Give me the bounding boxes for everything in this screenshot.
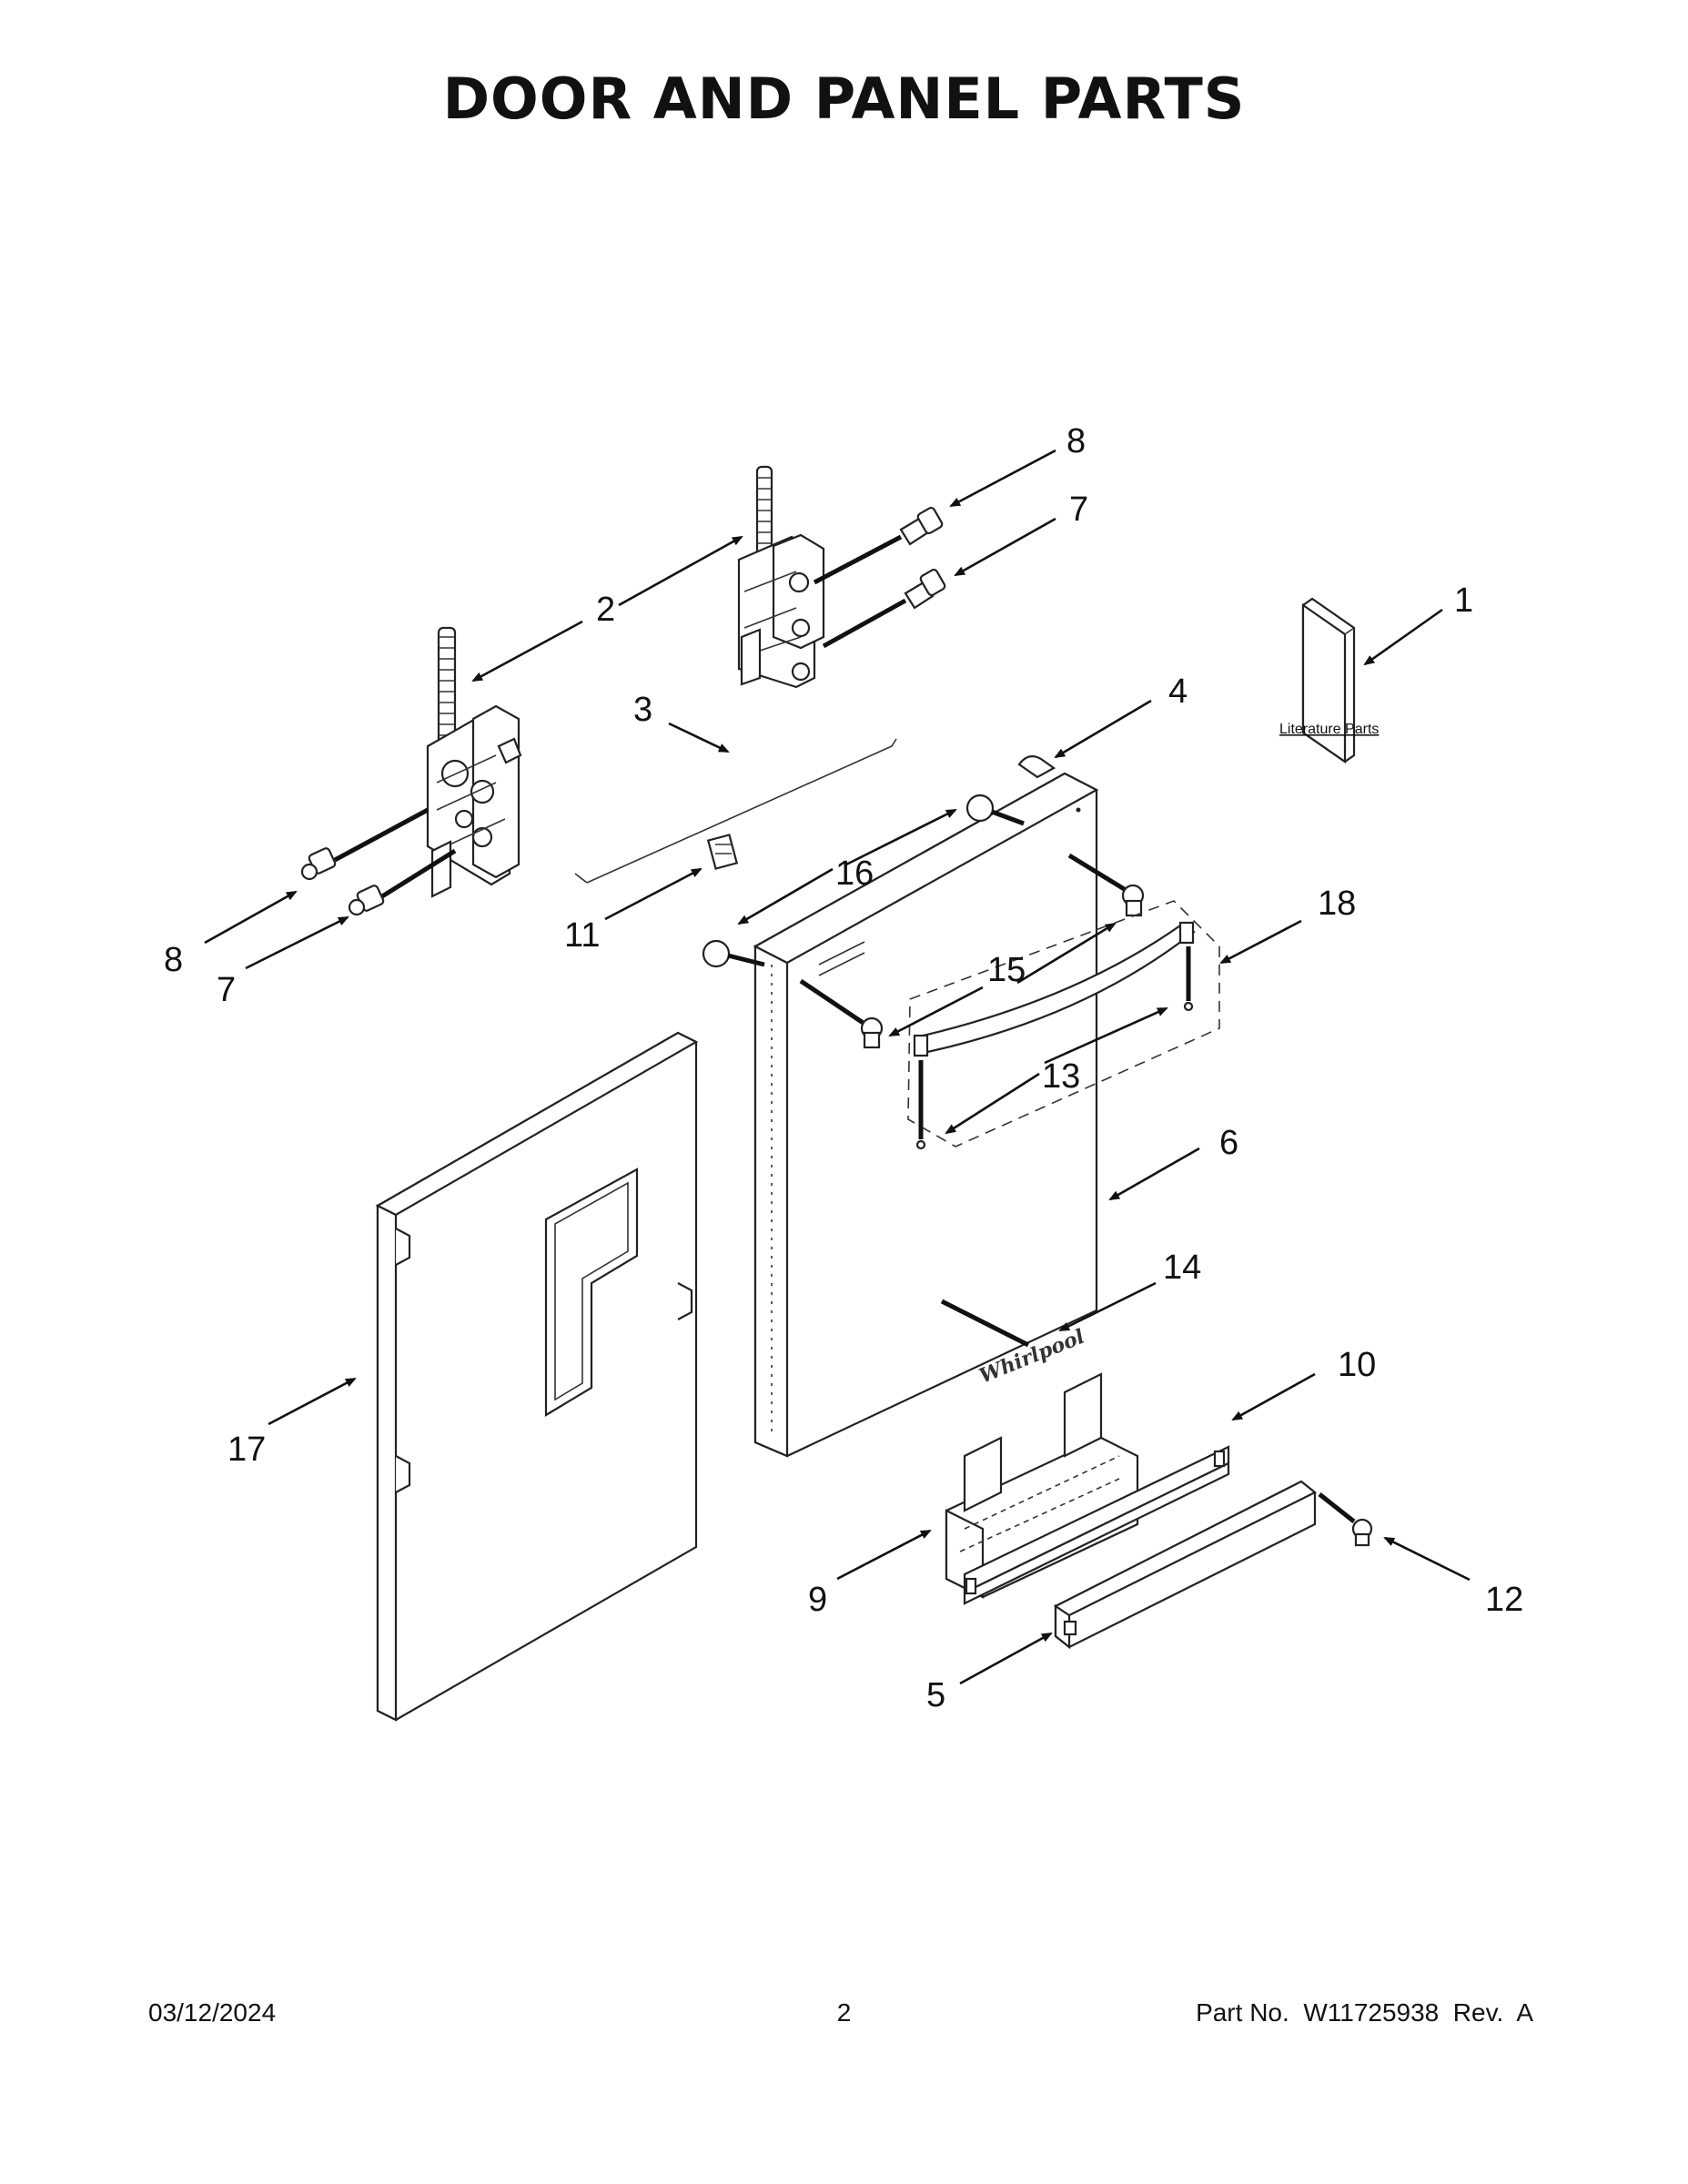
door-cable-rod: [574, 738, 897, 884]
callout-4: 4: [1168, 672, 1188, 711]
toe-panel-bracket: [1053, 1480, 1318, 1650]
callout-17: 17: [227, 1431, 266, 1469]
door-latch-clip: [1017, 754, 1056, 779]
hinge-screw-upper-right: [813, 506, 944, 585]
toe-kick-insulation: [945, 1372, 1139, 1599]
panel-screw-top-left: [702, 939, 765, 968]
callout-8-lower: 8: [164, 941, 183, 979]
callout-13: 13: [1042, 1057, 1080, 1096]
callout-16: 16: [835, 854, 874, 893]
hinge-screw-upper-left: [300, 807, 430, 881]
door-insulation-panel: [375, 1031, 699, 1722]
page-title: DOOR AND PANEL PARTS: [442, 66, 1246, 132]
footer-date: 03/12/2024: [148, 1998, 277, 2027]
logo-pin: [940, 1299, 1030, 1348]
handle-mount-screw-left: [915, 1060, 926, 1150]
literature-parts-booklet: [1301, 597, 1356, 764]
cable-clip: [706, 834, 739, 870]
callout-3: 3: [633, 691, 652, 729]
callout-15: 15: [987, 951, 1026, 989]
callout-6: 6: [1219, 1124, 1238, 1162]
callout-11: 11: [564, 916, 600, 955]
callout-10: 10: [1338, 1346, 1376, 1384]
callout-2: 2: [596, 591, 615, 629]
leader-lines: [204, 449, 1471, 1685]
hinge-screw-lower-right: [822, 568, 946, 649]
callout-9: 9: [808, 1581, 827, 1619]
handle-mount-screw-right: [1183, 946, 1194, 1012]
toe-panel-strip: [963, 1445, 1230, 1605]
toe-panel-screw: [1318, 1492, 1373, 1547]
footer-page-number: 2: [836, 1998, 852, 2027]
left-hinge-assembly: [426, 626, 522, 898]
callout-18: 18: [1318, 885, 1356, 923]
callout-12: 12: [1485, 1581, 1523, 1619]
door-handle: [907, 900, 1220, 1148]
callout-7-lower: 7: [217, 971, 236, 1009]
hinge-screw-lower-left: [348, 848, 457, 916]
handle-screw-right: [1067, 853, 1145, 917]
footer-part-number: Part No. W11725938 Rev. A: [1196, 1998, 1533, 2027]
callout-14: 14: [1163, 1249, 1201, 1287]
handle-screw-left: [799, 978, 884, 1049]
panel-screw-top-right: [965, 794, 1025, 826]
callout-5: 5: [926, 1676, 945, 1714]
callout-1: 1: [1454, 581, 1473, 620]
right-hinge-assembly: [737, 465, 825, 689]
literature-parts-label: Literature Parts: [1279, 722, 1379, 737]
callout-8-upper: 8: [1066, 422, 1086, 460]
callout-7-upper: 7: [1069, 490, 1088, 529]
